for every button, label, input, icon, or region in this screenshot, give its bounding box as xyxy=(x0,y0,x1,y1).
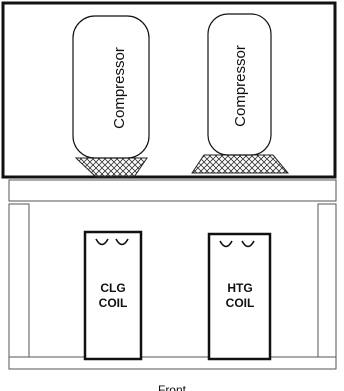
compressor-2: Compressor xyxy=(191,13,290,174)
heating-coil-symbol xyxy=(219,240,255,248)
compressor-2-label: Compressor xyxy=(232,45,249,127)
left-post xyxy=(8,203,30,358)
compressor-1-body xyxy=(72,15,150,159)
front-label: Front xyxy=(158,383,187,391)
cooling-coil: CLG COIL xyxy=(83,230,143,361)
compressor-1: Compressor xyxy=(72,15,150,178)
heating-coil-line1: HTG xyxy=(227,281,252,295)
divider-band xyxy=(8,179,337,202)
heating-coil-line2: COIL xyxy=(226,296,255,310)
heating-coil: HTG COIL xyxy=(207,232,272,361)
compressor-1-label: Compressor xyxy=(111,47,128,129)
compressor-2-base xyxy=(191,154,290,174)
cooling-coil-line1: CLG xyxy=(100,281,125,295)
cooling-coil-line2: COIL xyxy=(99,296,128,310)
cooling-coil-body xyxy=(83,230,143,361)
right-post xyxy=(317,203,337,358)
base-rail xyxy=(8,356,337,370)
heating-coil-body xyxy=(207,232,272,361)
compressor-2-body xyxy=(207,13,272,156)
cooling-coil-symbol xyxy=(95,238,129,246)
compressor-compartment xyxy=(1,1,337,179)
